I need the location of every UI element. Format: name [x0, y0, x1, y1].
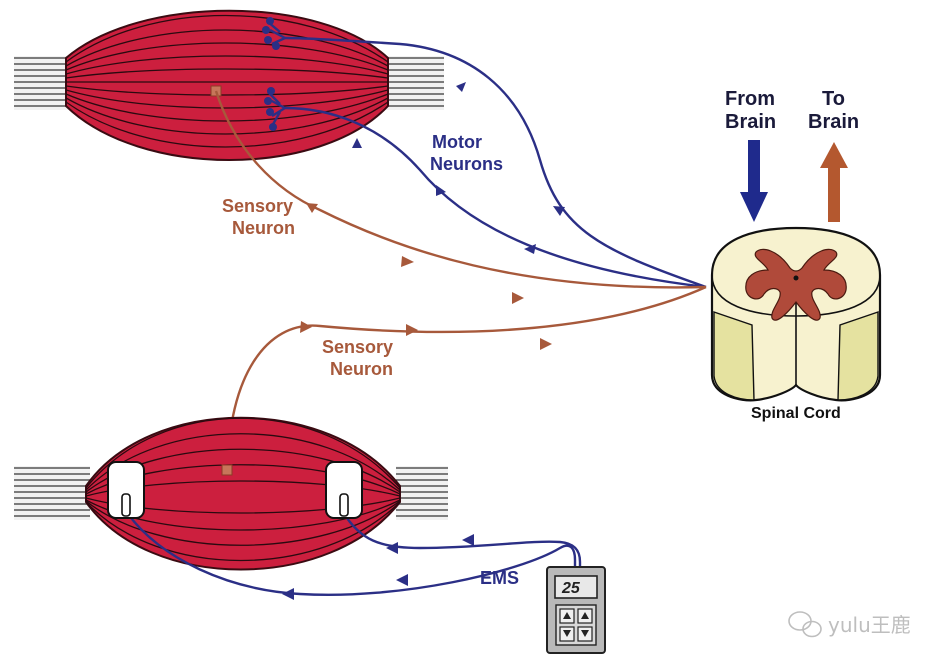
- sensory-neuron-top-label-line2: Neuron: [232, 218, 295, 238]
- spinal-cord-central-canal: [793, 275, 799, 281]
- from-brain-label-line2: Brain: [725, 111, 776, 133]
- electrode-right: [325, 461, 363, 519]
- top-muscle: [14, 9, 444, 161]
- motor-neurons-label-line1: Motor: [432, 132, 482, 152]
- bottom-muscle: [14, 416, 448, 571]
- sensory-neuron-bottom-arrows: [300, 321, 552, 350]
- spinal-cord-gray-matter: [745, 248, 847, 321]
- bottom-muscle-right-tendon: [396, 466, 448, 520]
- top-muscle-left-tendon: [14, 56, 70, 110]
- ems-device-display-value: 25: [561, 580, 581, 597]
- sensory-neuron-bottom-label-line2: Neuron: [330, 359, 393, 379]
- from-brain-arrow: [740, 140, 768, 222]
- ems-label: EMS: [480, 568, 519, 588]
- ems-wire-arrows: [282, 534, 474, 600]
- from-brain-label-line1: From: [725, 88, 775, 110]
- top-muscle-belly: [65, 9, 389, 161]
- sensory-neuron-top: [214, 90, 707, 289]
- sensory-neuron-bottom: [226, 285, 707, 471]
- motor-neuron-arrows: [352, 82, 565, 254]
- bottom-muscle-left-tendon: [14, 466, 90, 520]
- ems-wire-left: [124, 509, 577, 596]
- ems-wire-right: [341, 511, 582, 575]
- to-brain-label-line2: Brain: [808, 111, 859, 133]
- ems-device: 25: [546, 566, 606, 654]
- motor-neuron-lower: [267, 91, 707, 289]
- top-muscle-fibers: [66, 14, 388, 148]
- spinal-cord-top-face: [711, 274, 881, 317]
- top-muscle-right-tendon: [384, 56, 444, 110]
- spinal-cord: [710, 226, 882, 402]
- to-brain-label-line1: To: [822, 88, 845, 110]
- motor-neurons-label-line2: Neurons: [430, 154, 503, 174]
- motor-neuron-endplates: [262, 17, 280, 131]
- spinal-cord-front-right: [837, 311, 879, 401]
- spinal-cord-label: Spinal Cord: [751, 405, 841, 422]
- ems-device-display: [554, 575, 598, 599]
- wechat-icon: [788, 611, 822, 638]
- spinal-cord-front-left: [713, 311, 755, 401]
- watermark: yulu王鹿: [788, 611, 911, 638]
- to-brain-arrow: [820, 142, 848, 222]
- sensory-neuron-top-arrows: [306, 203, 524, 304]
- ems-device-buttons[interactable]: [559, 608, 593, 642]
- watermark-text: yulu王鹿: [828, 613, 911, 637]
- bottom-muscle-spindle: [221, 464, 233, 476]
- sensory-neuron-bottom-label-line1: Sensory: [322, 337, 393, 357]
- electrode-left: [107, 461, 145, 519]
- sensory-neuron-top-label-line1: Sensory: [222, 196, 293, 216]
